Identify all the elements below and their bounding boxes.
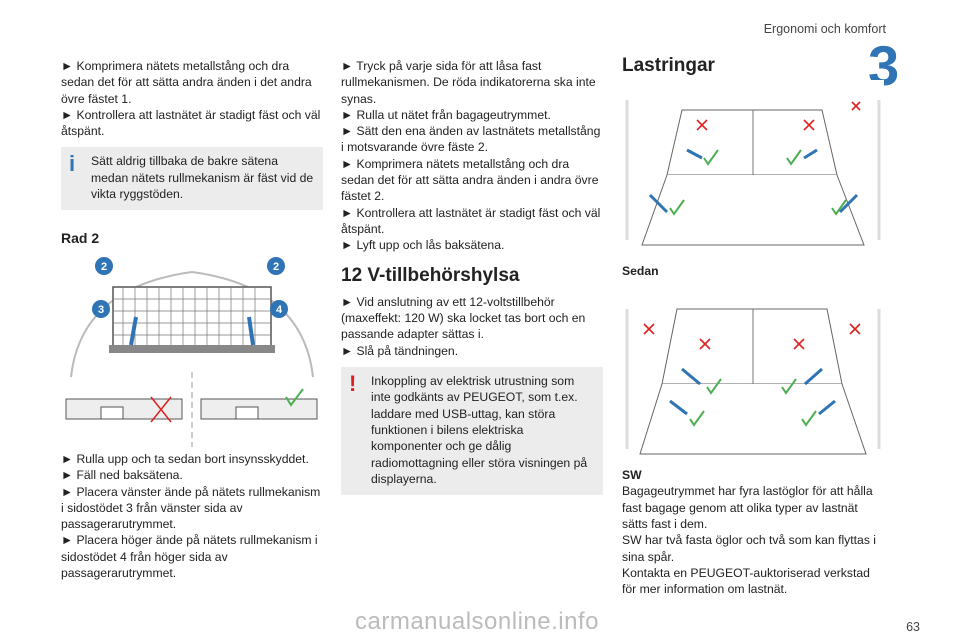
warning-text: Inkoppling av elektrisk utrustning som i… xyxy=(371,374,588,486)
section-heading: Rad 2 xyxy=(61,230,100,247)
paragraph: ► Komprimera nätets metallstång och dra … xyxy=(61,59,312,106)
paragraph: ► Sätt den ena änden av lastnätets metal… xyxy=(341,124,601,155)
callout-4: 4 xyxy=(276,304,283,316)
callout-2-left: 2 xyxy=(101,261,107,273)
paragraph: ► Placera höger ände på nätets rullmekan… xyxy=(61,533,318,581)
paragraph: ► Lyft upp och lås baksätena. xyxy=(341,238,505,253)
paragraph: ► Kontrollera att lastnätet är stadigt f… xyxy=(61,107,321,139)
paragraph: Kontakta en PEUGEOT-auktoriserad verksta… xyxy=(622,565,870,597)
paragraph: ► Placera vänster ände på nätets rullmek… xyxy=(61,484,321,532)
watermark: carmanualsonline.info xyxy=(355,608,599,635)
trunk-sw-illustration xyxy=(622,288,884,459)
paragraph: ► Komprimera nätets metallstång och dra … xyxy=(341,156,599,204)
paragraph: ► Fäll ned baksätena. xyxy=(61,468,183,483)
column-3: Lastringar Sedan xyxy=(622,55,884,598)
section-heading: 12 V-tillbehörshylsa xyxy=(341,264,520,286)
paragraph: ► Vid anslutning av ett 12-voltstillbehö… xyxy=(341,294,586,342)
info-note: i Sätt aldrig tillbaka de bakre sätena m… xyxy=(61,147,323,211)
trunk-sedan-illustration xyxy=(622,80,884,251)
running-header: Ergonomi och komfort xyxy=(763,22,886,36)
net-installation-illustration: 2 2 3 4 xyxy=(61,256,323,447)
figure-caption: SW xyxy=(622,468,642,483)
paragraph: ► Rulla upp och ta sedan bort insynsskyd… xyxy=(61,451,309,466)
warning-note: ! Inkoppling av elektrisk utrustning som… xyxy=(341,367,603,496)
callout-2-right: 2 xyxy=(273,261,279,273)
page-number: 63 xyxy=(906,620,920,634)
paragraph: ► Tryck på varje sida för att låsa fast … xyxy=(341,59,596,106)
paragraph: Bagageutrymmet har fyra lastöglor för at… xyxy=(622,484,873,532)
info-icon: i xyxy=(69,151,76,177)
column-2: ► Tryck på varje sida för att låsa fast … xyxy=(341,58,603,503)
paragraph: SW har två fasta öglor och två som kan f… xyxy=(622,533,877,564)
paragraph: ► Kontrollera att lastnätet är stadigt f… xyxy=(341,205,601,236)
column-1: ► Komprimera nätets metallstång och dra … xyxy=(61,58,323,581)
callout-3: 3 xyxy=(98,304,104,316)
paragraph: ► Rulla ut nätet från bagageutrymmet. xyxy=(341,107,551,122)
paragraph: ► Slå på tändningen. xyxy=(341,343,459,358)
note-text: Sätt aldrig tillbaka de bakre sätena med… xyxy=(91,154,314,202)
section-heading: Lastringar xyxy=(622,55,715,76)
warning-icon: ! xyxy=(349,371,357,397)
figure-caption: Sedan xyxy=(622,263,659,278)
